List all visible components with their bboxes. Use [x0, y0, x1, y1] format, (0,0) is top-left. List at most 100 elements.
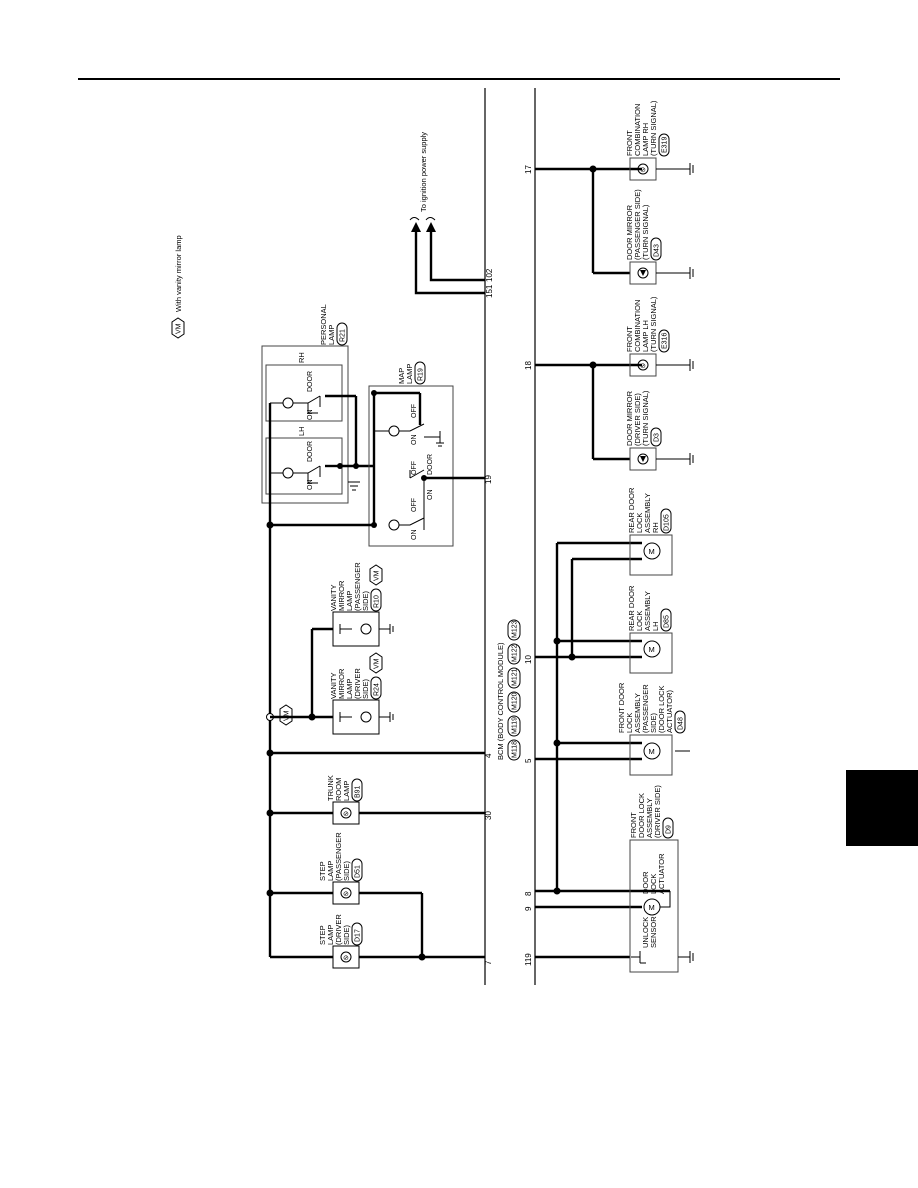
- label-step-driver: STEP LAMP (DRIVER SIDE) D17: [318, 914, 363, 946]
- svg-text:SIDE): SIDE): [649, 712, 658, 733]
- svg-text:ROOM: ROOM: [334, 778, 343, 801]
- svg-text:OFF: OFF: [411, 404, 418, 418]
- svg-text:(TURN SIGNAL): (TURN SIGNAL): [649, 296, 658, 352]
- bcm-label: BCM (BODY CONTROL MODULE): [496, 642, 505, 760]
- svg-text:LAMP: LAMP: [326, 925, 335, 945]
- conn-d51: D51: [355, 865, 362, 878]
- legend-badge: VM: [176, 323, 183, 334]
- front-door-lock-driver-box: [629, 839, 679, 973]
- svg-text:LAMP: LAMP: [345, 591, 354, 611]
- svg-text:VANITY: VANITY: [329, 672, 338, 699]
- svg-text:LAMP: LAMP: [405, 364, 414, 384]
- motor-label: M: [649, 903, 655, 912]
- svg-text:SIDE): SIDE): [342, 860, 351, 881]
- label-trunk: TRUNK ROOM LAMP B91: [326, 775, 363, 802]
- bcm-conn-1: M118: [512, 741, 519, 758]
- label-front-door-pass: FRONT DOOR LOCK ASSEMBLY (PASSENGER SIDE…: [617, 682, 686, 734]
- personal-lamp-rh: [265, 364, 343, 422]
- rear-door-lock-rh-box: [629, 534, 673, 576]
- svg-text:ON: ON: [411, 530, 418, 541]
- svg-text:ASSEMBLY: ASSEMBLY: [633, 693, 642, 733]
- svg-text:(DRIVER: (DRIVER: [353, 668, 362, 699]
- svg-text:COMBINATION: COMBINATION: [633, 104, 642, 156]
- svg-text:LAMP RH: LAMP RH: [641, 123, 650, 156]
- svg-text:(TURN SIGNAL): (TURN SIGNAL): [641, 204, 650, 260]
- svg-text:RH: RH: [651, 522, 660, 533]
- svg-text:ACTUATOR): ACTUATOR): [665, 689, 674, 733]
- label-combo-rh: FRONT COMBINATION LAMP RH (TURN SIGNAL) …: [625, 100, 670, 157]
- personal-rh: RH: [297, 352, 306, 363]
- svg-text:(PASSENGER SIDE): (PASSENGER SIDE): [633, 189, 642, 260]
- legend-text: With vanity mirror lamp: [174, 235, 183, 312]
- svg-text:DOOR: DOOR: [307, 371, 314, 392]
- svg-text:DOOR LOCK: DOOR LOCK: [637, 793, 646, 838]
- label-personal: PERSONAL LAMP R21: [319, 304, 348, 346]
- front-door-lock-pass-box: [629, 734, 673, 776]
- svg-text:STEP: STEP: [318, 925, 327, 945]
- svg-text:ON: ON: [307, 410, 314, 421]
- svg-text:REAR DOOR: REAR DOOR: [627, 487, 636, 533]
- vm-bus-badge: VM: [284, 710, 291, 721]
- motor-label: M: [649, 547, 655, 556]
- conn-d105: D105: [664, 514, 671, 531]
- bcm-label-group: BCM (BODY CONTROL MODULE): [496, 642, 505, 760]
- motor-label: M: [649, 645, 655, 654]
- label-rear-lh: REAR DOOR LOCK ASSEMBLY LH D85: [627, 585, 672, 632]
- conn-b91: B91: [355, 785, 362, 798]
- label-front-door-driver: FRONT DOOR LOCK ASSEMBLY (DRIVER SIDE) D…: [629, 785, 674, 839]
- pin-102: 102: [485, 268, 494, 282]
- ignition-text: To ignition power supply: [419, 132, 428, 212]
- svg-text:(PASSENGER: (PASSENGER: [353, 562, 362, 611]
- svg-text:LH: LH: [651, 621, 660, 631]
- svg-text:(DRIVER SIDE): (DRIVER SIDE): [653, 785, 662, 838]
- label-mirror-pass: DOOR MIRROR (PASSENGER SIDE) (TURN SIGNA…: [625, 189, 662, 261]
- pin-10: 10: [524, 655, 533, 664]
- bcm-connectors: M118 M119 M120 M121 M122 M123: [507, 619, 521, 761]
- arrow-up-icon: [426, 222, 436, 232]
- svg-text:LAMP LH: LAMP LH: [641, 320, 650, 352]
- svg-text:LOCK: LOCK: [635, 611, 644, 631]
- svg-text:(TURN SIGNAL): (TURN SIGNAL): [641, 390, 650, 446]
- ignition-supply: To ignition power supply 151 102: [409, 132, 494, 298]
- motor-label: M: [649, 747, 655, 756]
- svg-text:LAMP: LAMP: [327, 325, 336, 345]
- svg-text:FRONT: FRONT: [625, 130, 634, 156]
- pin-5: 5: [524, 758, 533, 763]
- svg-text:ACTUATOR: ACTUATOR: [657, 853, 666, 894]
- pin-151: 151: [485, 284, 494, 298]
- svg-text:DOOR MIRROR: DOOR MIRROR: [625, 390, 634, 446]
- bcm-conn-3: M120: [512, 692, 519, 710]
- trunk-lamp-box: [332, 801, 360, 825]
- vm-badge-r24: VM: [374, 658, 381, 669]
- svg-text:FRONT DOOR: FRONT DOOR: [617, 682, 626, 733]
- vm-badge-icon: [171, 317, 185, 339]
- conn-d17: D17: [355, 929, 362, 942]
- pin-119: 119: [524, 953, 533, 966]
- personal-lamp-box: [261, 345, 349, 504]
- conn-e319: E319: [662, 137, 669, 153]
- rear-door-lock-lh-box: [629, 632, 673, 674]
- svg-text:VANITY: VANITY: [329, 584, 338, 611]
- step-lamp-driver-box: [332, 945, 360, 969]
- svg-text:LAMP: LAMP: [345, 679, 354, 699]
- svg-text:DOOR: DOOR: [641, 871, 650, 894]
- svg-text:FRONT: FRONT: [629, 812, 638, 838]
- legend: VM With vanity mirror lamp: [171, 235, 185, 339]
- conn-r24: R24: [374, 683, 381, 696]
- label-vanity-passenger: VANITY MIRROR LAMP (PASSENGER SIDE) R10: [329, 562, 382, 612]
- label-step-passenger: STEP LAMP (PASSENGER SIDE) D51: [318, 832, 363, 882]
- header-rule: [78, 78, 840, 80]
- svg-text:COMBINATION: COMBINATION: [633, 300, 642, 352]
- svg-text:OFF: OFF: [411, 498, 418, 512]
- conn-d48: D48: [678, 717, 685, 730]
- svg-text:MIRROR: MIRROR: [337, 668, 346, 699]
- svg-text:TRUNK: TRUNK: [326, 775, 335, 801]
- svg-text:FRONT: FRONT: [625, 326, 634, 352]
- pin-19: 19: [484, 475, 493, 484]
- svg-text:LOCK: LOCK: [625, 713, 634, 733]
- bcm-conn-4: M121: [512, 668, 519, 686]
- svg-text:ASSEMBLY: ASSEMBLY: [643, 493, 652, 533]
- switch-texts: ON DOOR ON DOOR ON OFF OFF DOOR ON ON OF…: [307, 371, 434, 540]
- vm-badge-r10: VM: [374, 570, 381, 581]
- svg-text:MAP: MAP: [397, 368, 406, 384]
